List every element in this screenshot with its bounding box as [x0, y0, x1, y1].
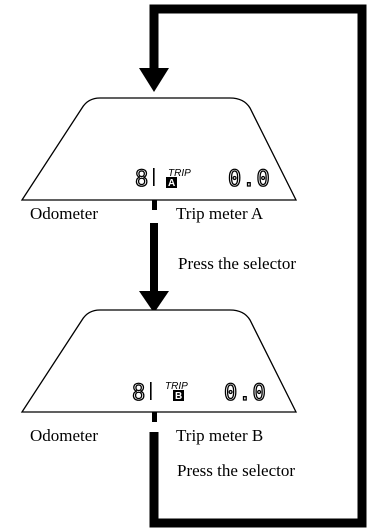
step-instruction-1: Press the selector	[178, 254, 296, 273]
trip-word-b: TRIP	[165, 381, 188, 392]
odometer-digit-a: 8	[135, 167, 149, 192]
trip-value-b: 0.0	[224, 381, 267, 406]
trip-badge-letter-a: A	[168, 178, 175, 189]
middle-arrow-shaft	[150, 223, 158, 293]
trip-badge-letter-b: B	[175, 391, 182, 402]
trip-word-a: TRIP	[168, 168, 191, 179]
panel-b-pointer	[152, 412, 157, 422]
odometer-label-a: Odometer	[30, 204, 98, 223]
loop-return-line	[149, 4, 367, 528]
top-arrow-head-icon	[139, 68, 169, 92]
odometer-label-b: Odometer	[30, 426, 98, 445]
step-instruction-2: Press the selector	[177, 461, 295, 480]
middle-arrow-head-icon	[139, 291, 169, 313]
odometer-digit-b: 8	[132, 381, 146, 406]
display-outline-a	[20, 97, 298, 201]
digit-separator-a	[153, 168, 155, 186]
panel-a-pointer	[152, 200, 157, 210]
display-panel-a: 8 TRIP A 0.0	[20, 97, 298, 201]
digit-separator-b	[150, 382, 152, 400]
display-outline-b	[20, 309, 298, 413]
trip-value-a: 0.0	[228, 167, 271, 192]
trip-label-b: Trip meter B	[176, 426, 263, 445]
trip-badge-b	[173, 390, 184, 401]
trip-badge-a	[166, 177, 177, 188]
display-panel-b: 8 TRIP B 0.0	[20, 309, 298, 413]
trip-label-a: Trip meter A	[176, 204, 264, 223]
